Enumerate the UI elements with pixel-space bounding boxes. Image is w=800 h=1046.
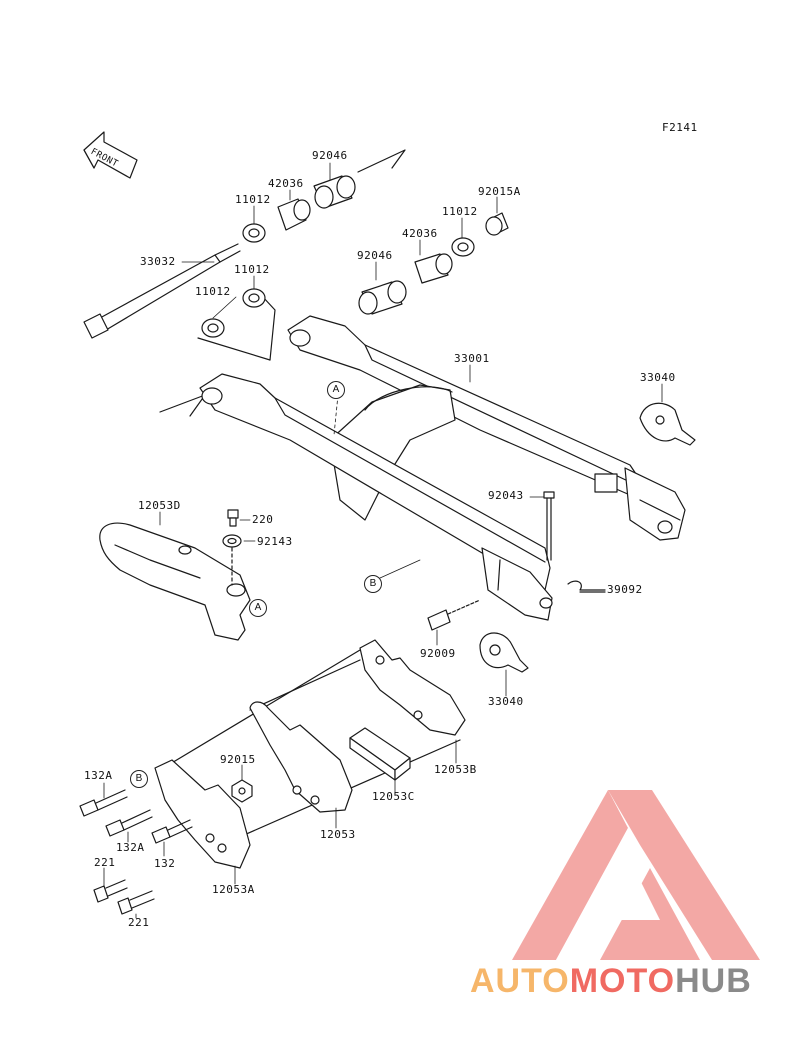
bolt-221-bottom — [117, 890, 155, 915]
part-label-132: 132 — [154, 857, 176, 870]
watermark-moto: MOTO — [569, 962, 676, 1000]
chain-guide-12053 — [249, 701, 353, 813]
part-label-12053d: 12053D — [138, 499, 181, 512]
watermark-auto: AUTO — [470, 962, 570, 1000]
part-label-92009: 92009 — [420, 647, 456, 660]
part-label-33040-top: 33040 — [640, 371, 676, 384]
chain-adjuster-bottom — [479, 632, 529, 673]
nut-92015 — [231, 779, 253, 803]
watermark-text: AUTOMOTOHUB — [470, 962, 752, 1001]
part-label-92015a: 92015A — [478, 185, 521, 198]
cotter-pin — [567, 580, 606, 593]
bolt-132 — [151, 819, 193, 844]
callout-a-chain-guide: A — [249, 599, 267, 617]
part-label-221-bottom: 221 — [128, 916, 150, 929]
part-label-92043: 92043 — [488, 489, 524, 502]
part-label-11012-left: 11012 — [195, 285, 231, 298]
part-label-42036-right: 42036 — [402, 227, 438, 240]
part-label-33040-bottom: 33040 — [488, 695, 524, 708]
bolt-92043 — [543, 491, 555, 561]
bolt-132a-top — [79, 789, 128, 817]
guide-plate-12053a — [154, 759, 251, 869]
part-label-132a-bottom: 132A — [116, 841, 145, 854]
part-label-92046-top: 92046 — [312, 149, 348, 162]
watermark-hub: HUB — [675, 962, 752, 1000]
part-label-220: 220 — [252, 513, 274, 526]
part-label-11012-right: 11012 — [442, 205, 478, 218]
part-label-12053a: 12053A — [212, 883, 255, 896]
pivot-shaft — [83, 243, 241, 339]
bolt-220 — [227, 509, 239, 527]
chain-guide-12053b — [359, 639, 466, 736]
callout-b-swingarm: B — [364, 575, 382, 593]
bolt-132a-bottom — [105, 809, 153, 837]
front-arrow-icon — [83, 131, 138, 179]
part-label-42036-top: 42036 — [268, 177, 304, 190]
part-label-12053: 12053 — [320, 828, 356, 841]
bushings-top — [201, 175, 509, 338]
stud-92009 — [427, 599, 481, 631]
part-label-92046-right: 92046 — [357, 249, 393, 262]
label-leaders — [103, 162, 663, 919]
chain-slider — [99, 522, 251, 641]
watermark-logo — [512, 790, 760, 960]
guide-block-12053c — [349, 727, 411, 781]
part-label-12053c: 12053C — [372, 790, 415, 803]
callout-b-chain-guide: B — [130, 770, 148, 788]
callout-a-swingarm: A — [327, 381, 345, 399]
bolt-221-top — [93, 879, 128, 903]
part-label-11012-mid: 11012 — [234, 263, 270, 276]
washer-92143 — [222, 534, 242, 586]
part-label-132a-top: 132A — [84, 769, 113, 782]
part-label-92143: 92143 — [257, 535, 293, 548]
part-label-221-top: 221 — [94, 856, 116, 869]
part-label-12053b: 12053B — [434, 763, 477, 776]
part-label-39092: 39092 — [607, 583, 643, 596]
swingarm — [199, 315, 686, 621]
part-label-92015: 92015 — [220, 753, 256, 766]
chain-adjuster-top — [639, 402, 696, 446]
part-label-33001: 33001 — [454, 352, 490, 365]
figure-code: F2141 — [662, 121, 698, 134]
part-label-11012-top: 11012 — [235, 193, 271, 206]
part-label-33032: 33032 — [140, 255, 176, 268]
